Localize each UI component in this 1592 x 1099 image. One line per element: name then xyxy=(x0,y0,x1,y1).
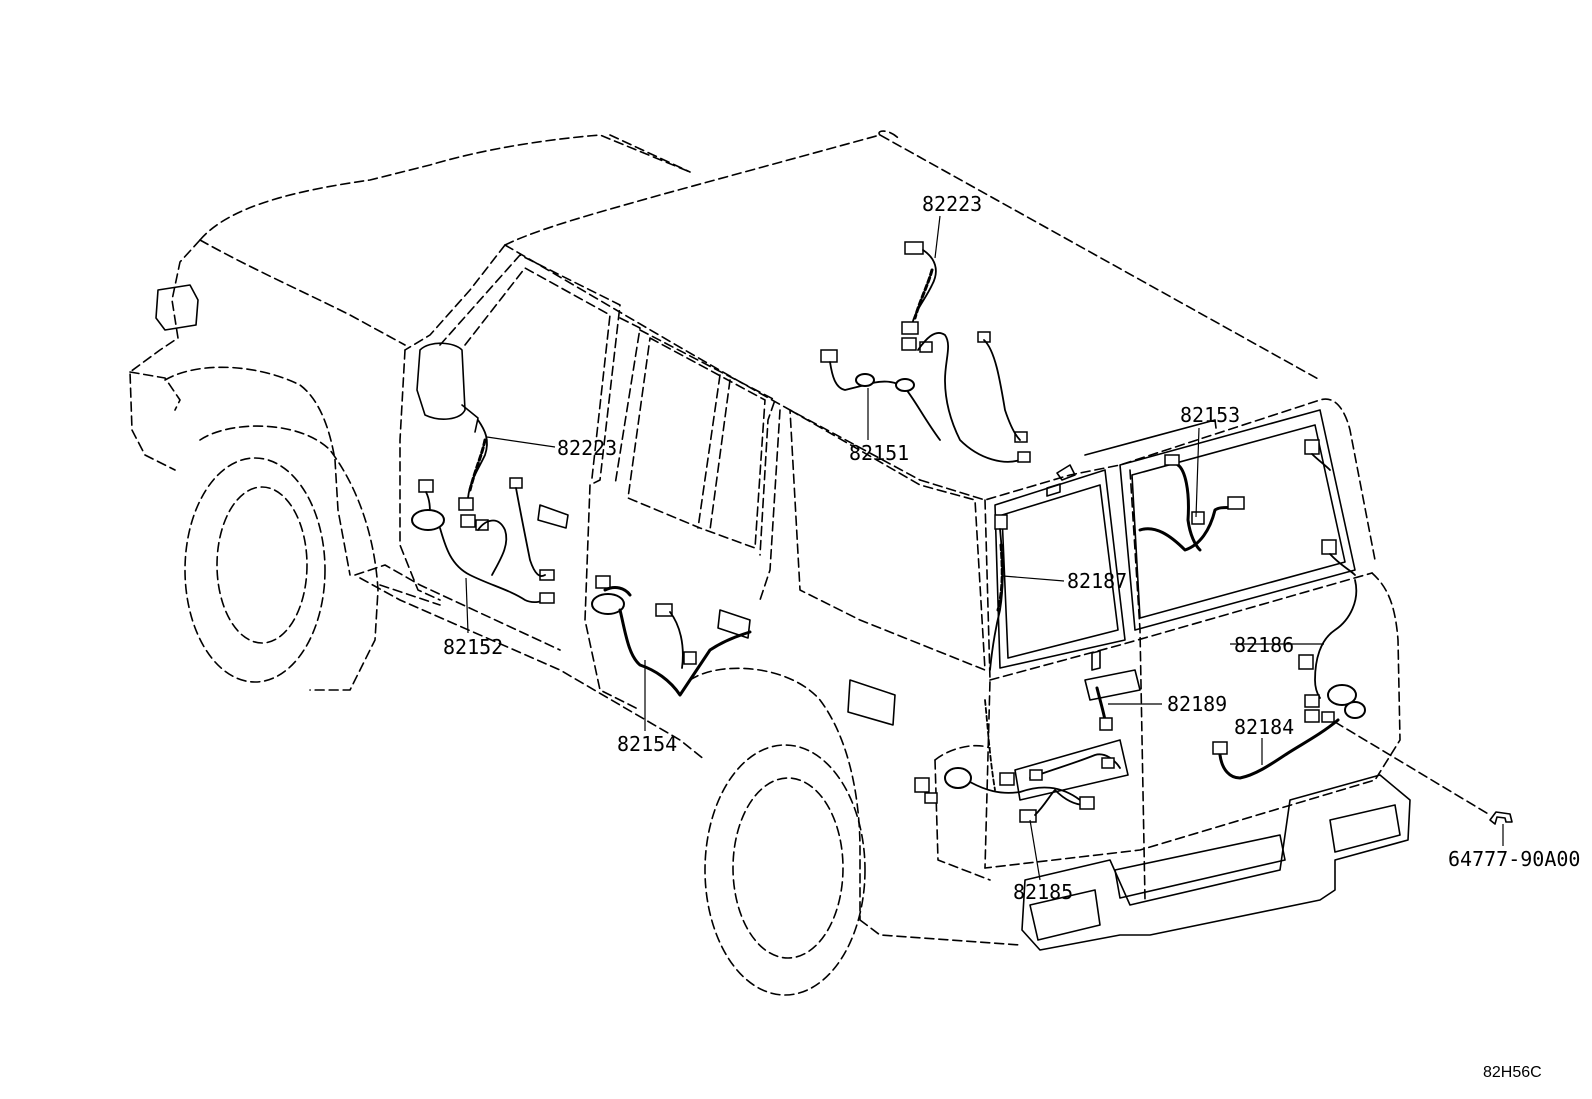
part-number-82223-mirror[interactable]: 82223 xyxy=(557,436,617,460)
harness-82223-roof xyxy=(901,241,1031,463)
harness-82223-mirror xyxy=(458,419,489,531)
part-number-82152[interactable]: 82152 xyxy=(443,635,503,659)
harness-82185 xyxy=(914,699,1129,823)
clip-64777-90A00 xyxy=(1334,721,1513,825)
harness-82189 xyxy=(1095,686,1113,731)
harness-82187 xyxy=(989,514,1008,671)
part-labels: 82223 82151 82153 82223 82187 82152 8218… xyxy=(443,192,1580,1081)
part-number-64777-90A00[interactable]: 64777-90A00 xyxy=(1448,847,1580,871)
part-number-82186[interactable]: 82186 xyxy=(1234,633,1294,657)
diagram-code: 82H56C xyxy=(1483,1064,1542,1081)
part-number-82189[interactable]: 82189 xyxy=(1167,692,1227,716)
part-number-82151[interactable]: 82151 xyxy=(849,441,909,465)
vehicle-body-outline xyxy=(129,130,1411,996)
harness-82151 xyxy=(820,349,941,441)
harness-82153 xyxy=(1046,419,1356,576)
part-number-82187[interactable]: 82187 xyxy=(1067,569,1127,593)
part-number-82223-roof[interactable]: 82223 xyxy=(922,192,982,216)
harness-82154 xyxy=(591,575,752,697)
part-number-82184[interactable]: 82184 xyxy=(1234,715,1294,739)
harness-82186-82184 xyxy=(1212,579,1366,780)
part-number-82154[interactable]: 82154 xyxy=(617,732,677,756)
leader-lines xyxy=(465,215,1504,881)
harness-82152 xyxy=(411,477,555,604)
part-number-82185[interactable]: 82185 xyxy=(1013,880,1073,904)
part-number-82153[interactable]: 82153 xyxy=(1180,403,1240,427)
